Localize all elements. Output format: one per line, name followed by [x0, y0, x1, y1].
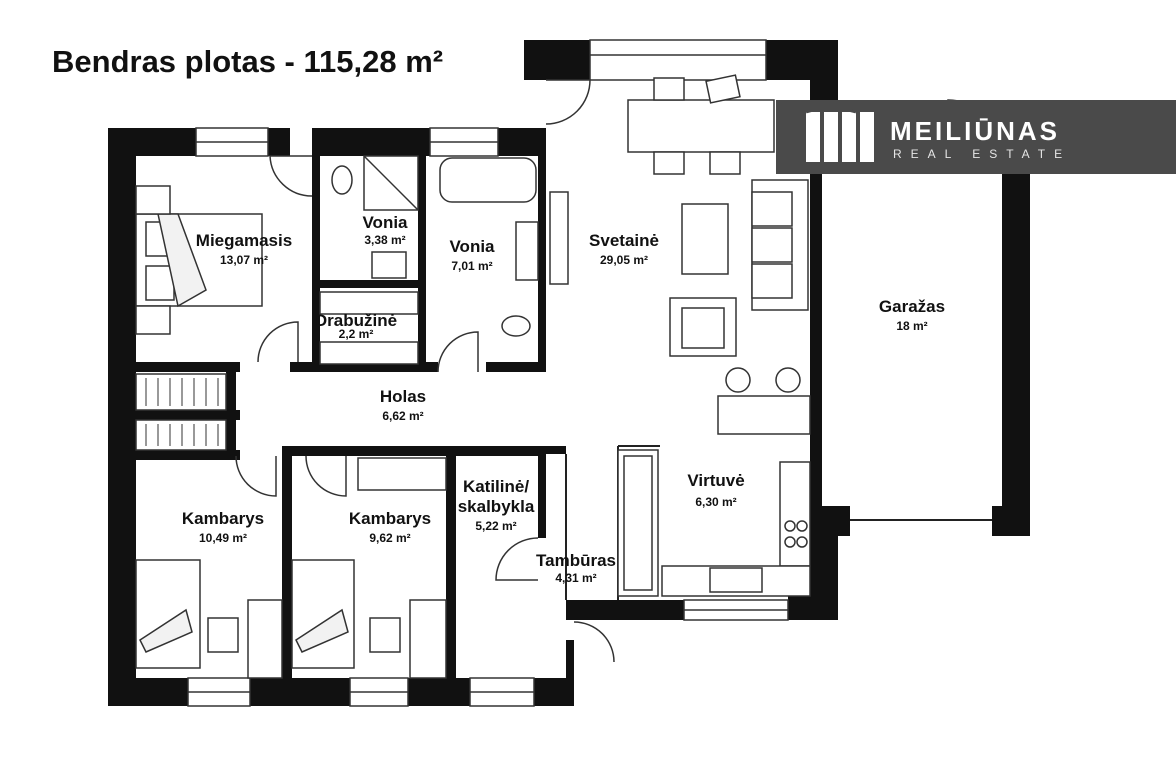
room-name: Vonia [449, 237, 495, 256]
room-area: 6,30 m² [695, 495, 736, 509]
walls [108, 40, 1030, 706]
room-kambarys-1: Kambarys 10,49 m² [182, 509, 264, 545]
coffee-table-icon [681, 203, 729, 275]
logo-mark-icon [805, 106, 874, 162]
room-area: 5,22 m² [475, 519, 516, 533]
room-area: 2,2 m² [339, 327, 374, 341]
room-area: 3,38 m² [364, 233, 405, 247]
room-garazas: Garažas 18 m² [879, 297, 945, 333]
room-name: Vonia [362, 213, 408, 232]
room-name-line2: skalbykla [458, 497, 535, 516]
room-name: Holas [380, 387, 426, 406]
room-name: Kambarys [182, 509, 264, 528]
room-name: Garažas [879, 297, 945, 316]
stove-icon [779, 461, 811, 567]
wardrobe-icon [135, 373, 227, 411]
room-area: 10,49 m² [199, 531, 247, 545]
room-vonia-small: Vonia 3,38 m² [362, 213, 408, 247]
desk-icon [247, 599, 283, 679]
room-area: 29,05 m² [600, 253, 648, 267]
room-miegamasis: Miegamasis 13,07 m² [196, 231, 292, 267]
dining-table-icon [627, 99, 775, 153]
room-virtuve: Virtuvė 6,30 m² [687, 471, 744, 509]
room-drabuzine: Drabužinė 2,2 m² [315, 311, 397, 341]
room-holas: Holas 6,62 m² [380, 387, 426, 423]
wardrobe-icon [357, 457, 447, 491]
desk-icon [409, 599, 447, 679]
room-svetaine: Svetainė 29,05 m² [589, 231, 659, 267]
toilet-icon [331, 165, 353, 195]
room-kambarys-2: Kambarys 9,62 m² [349, 509, 431, 545]
sink-icon [709, 567, 763, 593]
toilet-icon [501, 315, 531, 337]
room-labels: Miegamasis 13,07 m² Vonia 3,38 m² Vonia … [182, 213, 945, 585]
logo-tagline: REAL ESTATE [893, 147, 1071, 161]
logo: MEILIŪNAS REAL ESTATE [776, 100, 1176, 174]
bathtub-icon [439, 157, 537, 203]
total-area-title: Bendras plotas - 115,28 m² [52, 44, 443, 79]
kitchen-island-icon [717, 395, 811, 435]
room-vonia: Vonia 7,01 m² [449, 237, 495, 273]
room-area: 4,31 m² [555, 571, 596, 585]
sink-icon [515, 221, 539, 281]
logo-name: MEILIŪNAS [890, 116, 1060, 146]
windows [187, 39, 789, 707]
room-name: Drabužinė [315, 311, 397, 330]
room-name-line1: Katilinė/ [463, 477, 529, 496]
room-area: 13,07 m² [220, 253, 268, 267]
sink-icon [371, 251, 407, 279]
furniture [135, 74, 811, 679]
room-name: Miegamasis [196, 231, 292, 250]
room-name: Tambūras [536, 551, 616, 570]
room-katiline: Katilinė/ skalbykla 5,22 m² [458, 477, 535, 533]
wardrobe-icon [135, 419, 227, 451]
room-name: Svetainė [589, 231, 659, 250]
room-area: 6,62 m² [382, 409, 423, 423]
room-area: 18 m² [896, 319, 927, 333]
room-name: Kambarys [349, 509, 431, 528]
room-area: 7,01 m² [451, 259, 492, 273]
room-tamburas: Tambūras 4,31 m² [536, 551, 616, 585]
room-area: 9,62 m² [369, 531, 410, 545]
room-name: Virtuvė [687, 471, 744, 490]
